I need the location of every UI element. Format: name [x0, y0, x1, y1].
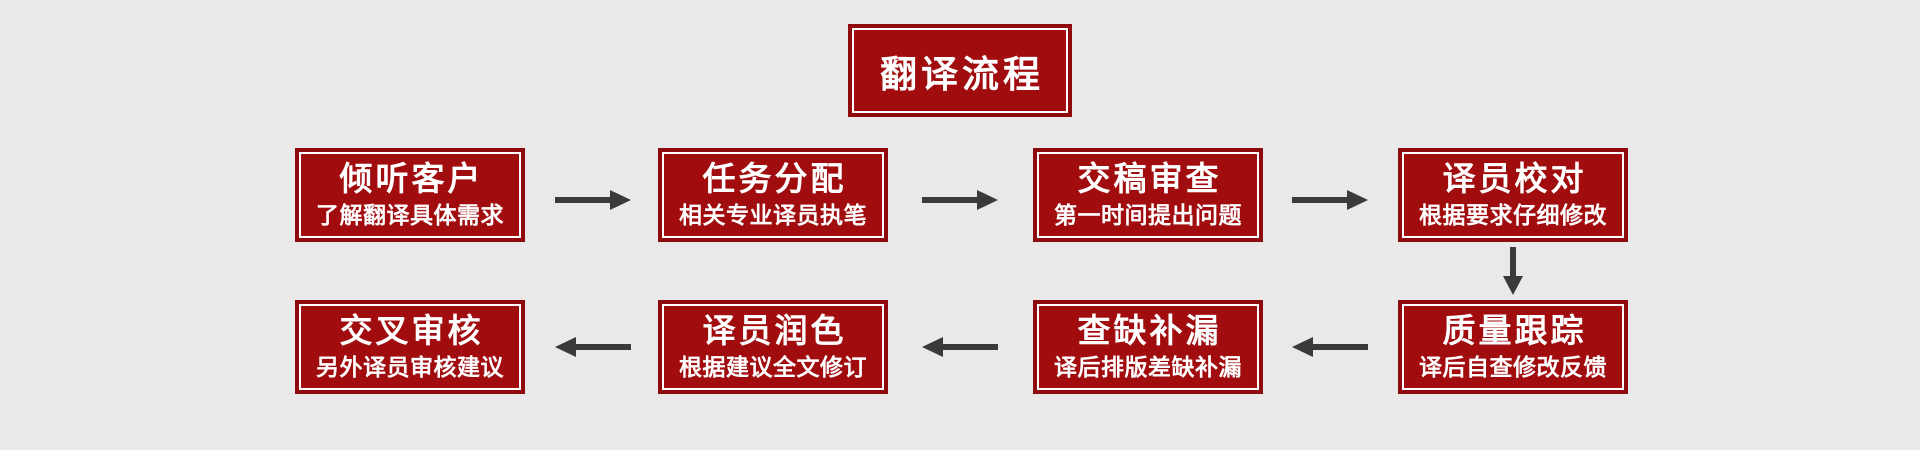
step-title: 质量跟踪: [1442, 310, 1587, 350]
step-subtitle: 根据建议全文修订: [679, 354, 867, 381]
step-title: 任务分配: [702, 158, 847, 198]
step-title: 交叉审核: [339, 310, 484, 350]
flow-step-translator-polish: 译员润色 根据建议全文修订: [658, 300, 888, 394]
arrow-left-icon: [921, 335, 999, 359]
arrow-down-icon: [1501, 246, 1525, 296]
step-subtitle: 另外译员审核建议: [316, 354, 504, 381]
flow-step-quality-tracking: 质量跟踪 译后自查修改反馈: [1398, 300, 1628, 394]
step-title: 倾听客户: [339, 158, 484, 198]
step-subtitle: 根据要求仔细修改: [1419, 202, 1607, 229]
arrow-right-icon: [921, 188, 999, 212]
flow-step-gap-filling: 查缺补漏 译后排版差缺补漏: [1033, 300, 1263, 394]
flow-title: 翻译流程: [852, 28, 1068, 113]
step-subtitle: 了解翻译具体需求: [316, 202, 504, 229]
step-subtitle: 译后排版差缺补漏: [1054, 354, 1242, 381]
flow-step-translator-proofread: 译员校对 根据要求仔细修改: [1398, 148, 1628, 242]
flow-title-box: 翻译流程: [848, 24, 1072, 117]
step-title: 查缺补漏: [1077, 310, 1222, 350]
arrow-right-icon: [1291, 188, 1369, 212]
step-subtitle: 相关专业译员执笔: [679, 202, 867, 229]
step-title: 译员润色: [702, 310, 847, 350]
flow-step-draft-review: 交稿审查 第一时间提出问题: [1033, 148, 1263, 242]
step-subtitle: 译后自查修改反馈: [1419, 354, 1607, 381]
step-title: 交稿审查: [1077, 158, 1222, 198]
arrow-right-icon: [554, 188, 632, 212]
arrow-left-icon: [1291, 335, 1369, 359]
flow-step-listen-client: 倾听客户 了解翻译具体需求: [295, 148, 525, 242]
step-title: 译员校对: [1442, 158, 1587, 198]
arrow-left-icon: [554, 335, 632, 359]
flow-step-cross-review: 交叉审核 另外译员审核建议: [295, 300, 525, 394]
flow-step-task-assignment: 任务分配 相关专业译员执笔: [658, 148, 888, 242]
step-subtitle: 第一时间提出问题: [1054, 202, 1242, 229]
